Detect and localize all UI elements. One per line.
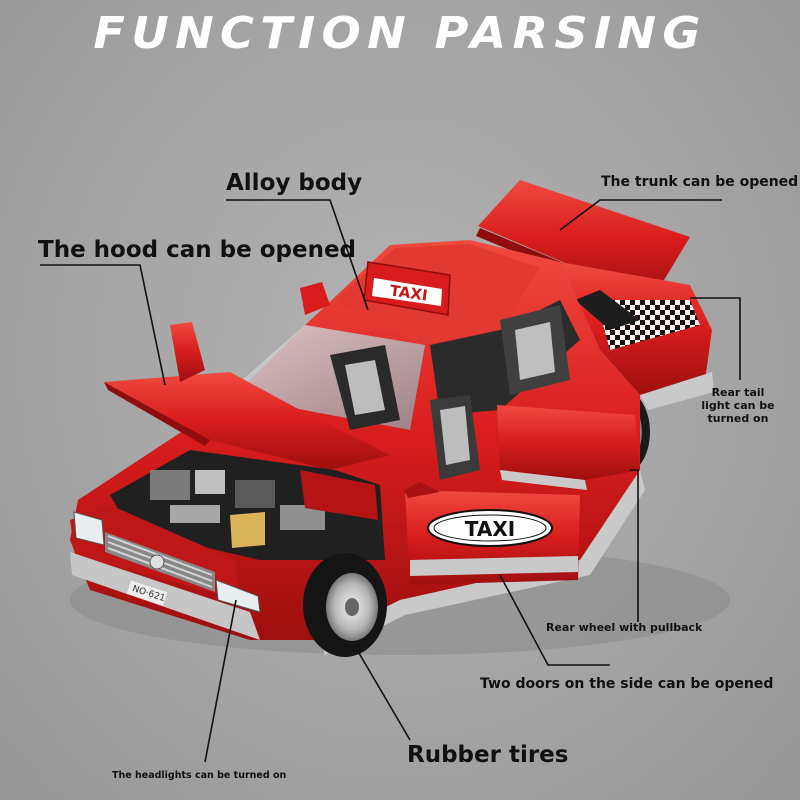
car-front (70, 505, 261, 640)
leader-line-headlights (204, 599, 237, 763)
leader-line-trunk (559, 199, 722, 231)
leader-line-tires (355, 647, 411, 741)
front-door-open (404, 482, 580, 585)
label-headlights: The headlights can be turned on (112, 770, 287, 781)
label-doors: Two doors on the side can be opened (480, 676, 774, 692)
front-wheel (303, 553, 387, 657)
door-sign-text: TAXI (465, 517, 515, 541)
label-tires: Rubber tires (407, 742, 569, 768)
leader-line-rear-tail (690, 297, 741, 380)
rear-body (560, 262, 714, 410)
label-trunk: The trunk can be opened (601, 174, 799, 190)
label-hood: The hood can be opened (38, 237, 357, 263)
label-rear-wheel: Rear wheel with pullback (546, 621, 703, 634)
door-taxi-logo (427, 509, 553, 547)
label-alloy-body: Alloy body (226, 170, 363, 196)
hood-panel (104, 282, 390, 470)
page-title: FUNCTION PARSING (93, 8, 707, 59)
leader-line-alloy-body (226, 199, 369, 311)
roof-taxi-sign (363, 261, 451, 316)
rear-door-open (497, 405, 640, 490)
leader-line-rear-wheel (630, 469, 639, 622)
engine-bay (110, 450, 385, 560)
leader-line-doors (499, 574, 610, 666)
leader-line-hood (40, 264, 166, 386)
leader-lines (40, 199, 741, 763)
roof-sign-text: TAXI (389, 282, 429, 305)
label-rear-tail: Rear tail light can be turned on (701, 386, 775, 425)
